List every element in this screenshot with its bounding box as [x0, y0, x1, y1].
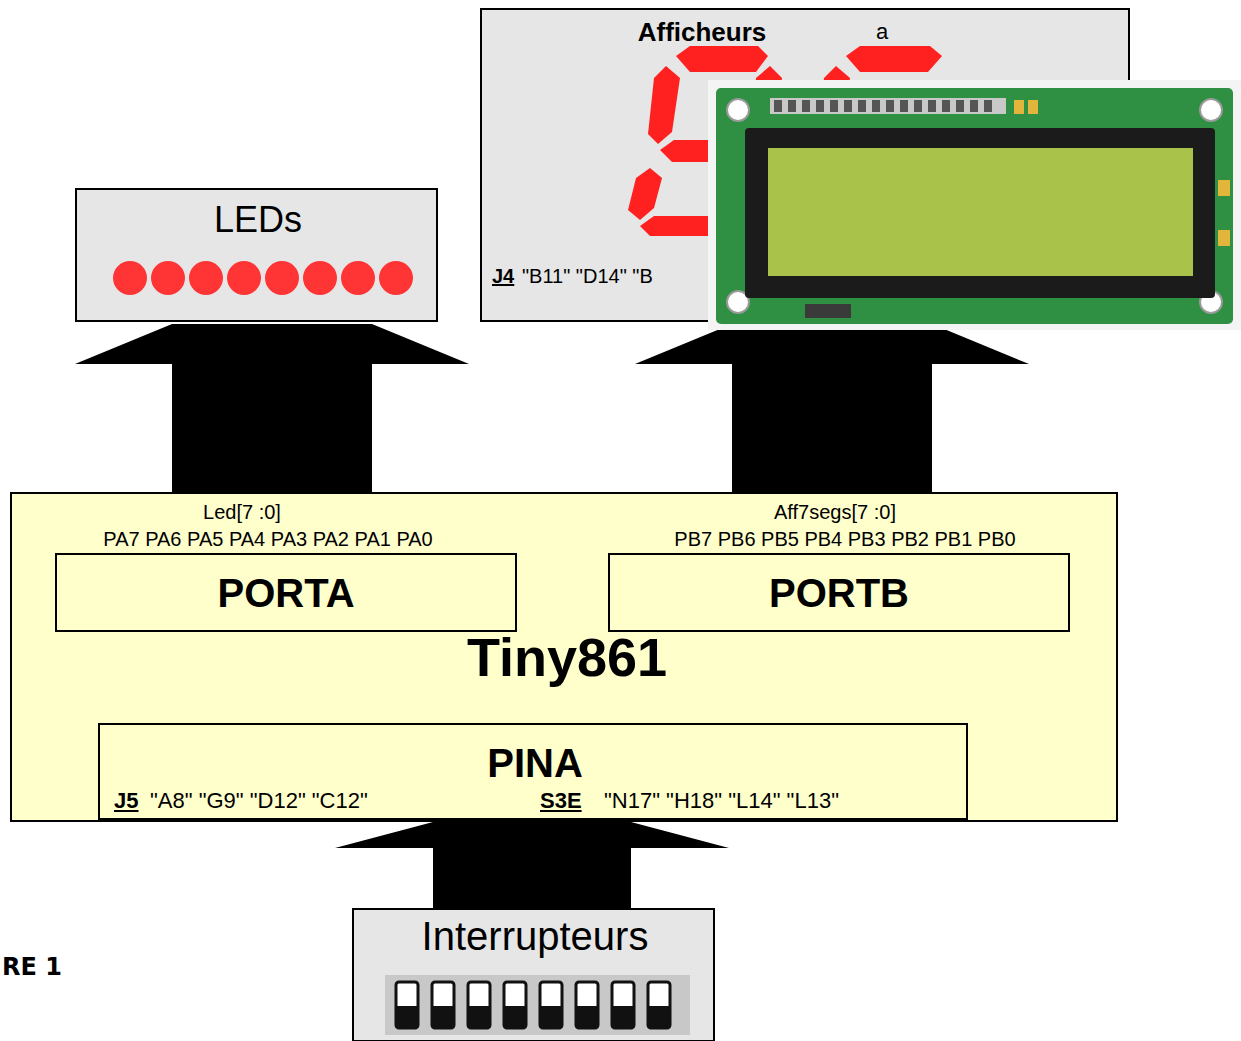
- node-label: PORTA: [217, 573, 354, 613]
- switch-panel: Interrupteurs: [352, 908, 715, 1041]
- pad: [1218, 180, 1230, 196]
- figure-number: RE 1: [2, 955, 62, 979]
- connector-name: J4: [492, 266, 514, 286]
- node-label: LEDs: [214, 202, 302, 238]
- mount-hole: [1200, 99, 1222, 121]
- connector-name: J5: [114, 790, 138, 812]
- port-box: PORTB: [608, 553, 1070, 632]
- block-arrow: [635, 324, 1029, 492]
- pin-list: PA7 PA6 PA5 PA4 PA3 PA2 PA1 PA0: [103, 529, 432, 549]
- bus-name: Aff7segs[7 :0]: [774, 502, 896, 522]
- node-label: Interrupteurs: [422, 916, 649, 956]
- node-label: PINA: [487, 743, 583, 783]
- led-panel: LEDs: [75, 188, 438, 322]
- pin-list: PB7 PB6 PB5 PB4 PB3 PB2 PB1 PB0: [674, 529, 1015, 549]
- pin-list: "A8" "G9" "D12" "C12": [150, 790, 368, 812]
- block-arrow: [335, 822, 729, 908]
- pin-list: "N17" "H18" "L14" "L13": [604, 790, 839, 812]
- node-label: Afficheurs: [638, 19, 767, 45]
- pad: [1218, 230, 1230, 246]
- block-arrow: [75, 324, 469, 492]
- bus-name: Led[7 :0]: [203, 502, 281, 522]
- port-box: PORTA: [55, 553, 517, 632]
- connector-name: S3E: [540, 790, 582, 812]
- node-label: PORTB: [769, 573, 909, 613]
- node-label: Tiny861: [467, 630, 667, 684]
- segment-name: a: [876, 21, 888, 43]
- mount-hole: [1200, 291, 1222, 313]
- pin-list: "B11" "D14" "B: [522, 266, 653, 286]
